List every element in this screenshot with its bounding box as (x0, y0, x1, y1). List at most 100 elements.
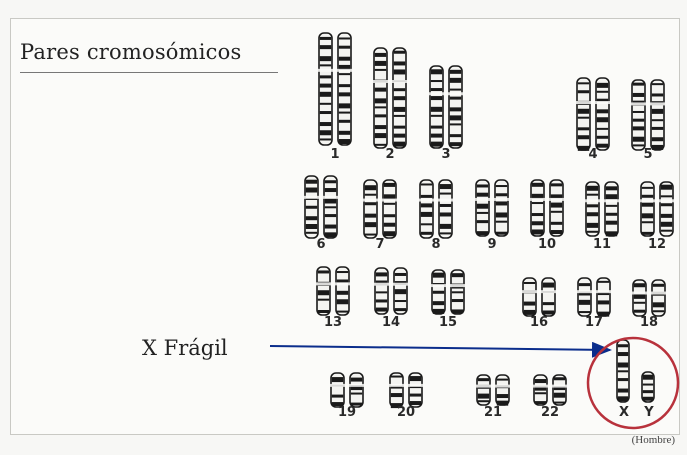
chromatid (550, 180, 563, 236)
chromosome-label: 19 (338, 405, 356, 420)
chromosome-pair-5 (631, 80, 665, 150)
centromere (330, 384, 364, 387)
chromosome-label: 14 (382, 315, 400, 330)
chromosome-pair-12 (640, 182, 674, 236)
chromatid (350, 373, 363, 407)
chromosome-label: 7 (375, 237, 384, 252)
chromosome-label: 12 (648, 237, 666, 252)
chromosome-pair-15 (431, 270, 465, 314)
chromosome-x (617, 340, 629, 402)
chromosome-label: 6 (316, 237, 325, 252)
chromatid (319, 33, 332, 145)
chromosome-pair-8 (419, 180, 453, 238)
centromere (316, 282, 350, 285)
centromere (576, 101, 610, 104)
chromatid (383, 180, 396, 238)
chromatid (432, 270, 445, 314)
chromatid (495, 180, 508, 236)
chromosome-label: 18 (640, 315, 658, 330)
chromosome-label: 15 (439, 315, 457, 330)
chromatid (364, 180, 377, 238)
chromatid (596, 78, 609, 150)
chromosome-pair-18 (632, 280, 666, 316)
chromosome-pair-22 (533, 375, 567, 405)
chromatid (409, 373, 422, 407)
chromatid (338, 33, 351, 145)
chromosome-label: 20 (397, 405, 415, 420)
chromosome-pair-6 (304, 176, 338, 238)
chromosome-label: 9 (487, 237, 496, 252)
chromatid (317, 267, 330, 315)
chromatid-y (642, 372, 654, 402)
chromatid (641, 182, 654, 236)
chromosome-set (304, 33, 674, 408)
chromosome-label: 1 (330, 147, 339, 162)
chromosome-label: 22 (541, 405, 559, 420)
chromatid (553, 375, 566, 405)
chromatid (324, 176, 337, 238)
centromere (318, 69, 352, 72)
chromosome-label: 13 (324, 315, 342, 330)
chromosome-label: 5 (643, 147, 652, 162)
chromatid (451, 270, 464, 314)
chromatid-x (617, 340, 629, 402)
centromere (530, 198, 564, 201)
chromosome-pair-3 (429, 66, 463, 148)
chromatid (439, 180, 452, 238)
chromatid (336, 267, 349, 315)
chromosome-pair-2 (373, 48, 407, 148)
chromosome-label: 3 (441, 147, 450, 162)
fragile-x-label: X Frágil (142, 336, 228, 360)
centromere (640, 199, 674, 202)
chromosome-label: Y (643, 405, 654, 420)
chromosome-pair-11 (585, 182, 619, 236)
sex-footnote: (Hombre) (632, 434, 675, 446)
chromatid (374, 48, 387, 148)
chromatid (660, 182, 673, 236)
chromatid (305, 176, 318, 238)
chromatid (375, 268, 388, 314)
chromosome-y (642, 372, 654, 402)
centromere (631, 102, 665, 105)
chromosome-label: 17 (585, 315, 603, 330)
chromosome-pair-7 (363, 180, 397, 238)
title-underline (20, 72, 278, 73)
chromosome-pair-19 (330, 373, 364, 407)
chromatid (605, 182, 618, 236)
centromere (431, 284, 465, 287)
centromere (363, 199, 397, 202)
chromatid (542, 278, 555, 316)
chromatid (449, 66, 462, 148)
chromatid (632, 80, 645, 150)
chromatid (523, 278, 536, 316)
chromosome-label: 16 (530, 315, 548, 330)
centromere (632, 292, 666, 295)
chromatid (578, 278, 591, 316)
chromatid (394, 268, 407, 314)
fragile-x-arrow (270, 346, 610, 350)
chromosome-pair-1 (318, 33, 352, 145)
chromosome-pair-21 (476, 375, 510, 406)
chromosome-label: X (619, 405, 629, 420)
chromatid (534, 375, 547, 405)
chromatid (531, 180, 544, 236)
chromosome-label: 11 (593, 237, 611, 252)
chromatid (597, 278, 610, 317)
chromatid (477, 375, 490, 405)
chromatid (390, 373, 403, 408)
chromatid (577, 78, 590, 151)
centromere (522, 290, 556, 293)
chromosome-pair-4 (576, 78, 610, 151)
chromatid (633, 280, 646, 316)
chromosome-label: 8 (431, 237, 440, 252)
centromere (429, 92, 463, 95)
centromere (304, 196, 338, 199)
chromosome-pair-17 (577, 278, 611, 317)
chromosome-label: 10 (538, 237, 556, 252)
centromere (533, 385, 567, 388)
chromosome-label: 4 (588, 147, 597, 162)
chromatid (420, 180, 433, 238)
chromosome-pair-9 (475, 180, 509, 236)
